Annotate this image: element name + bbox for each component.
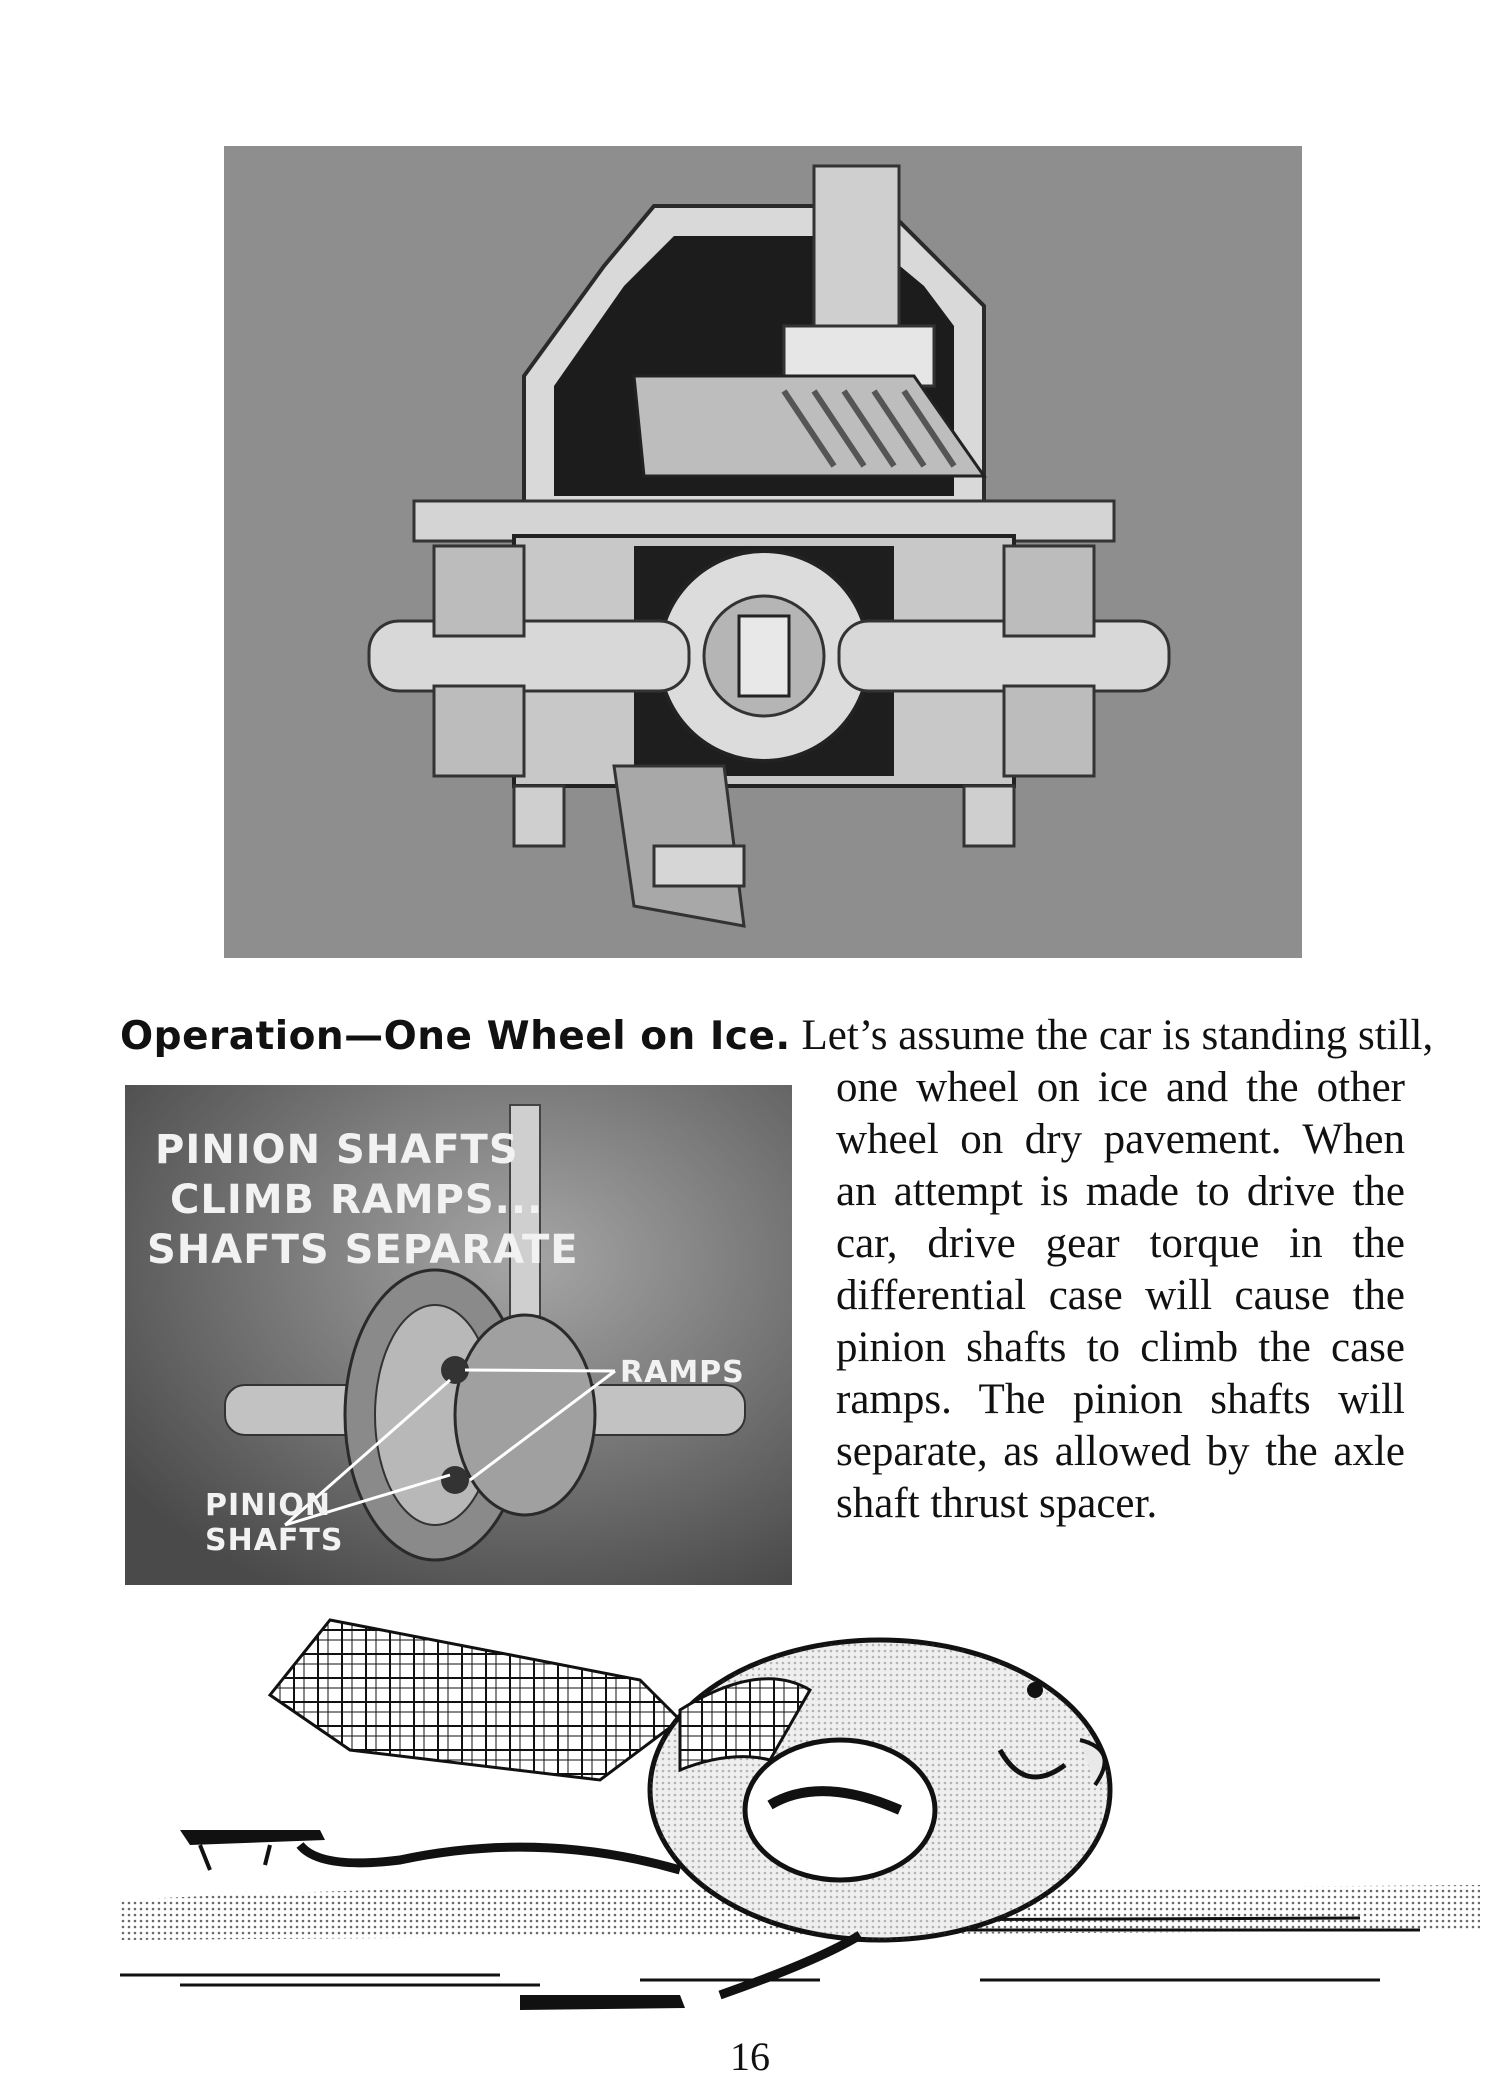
heading-line: Operation—One Wheel on Ice. Let’s assume… xyxy=(120,1010,1433,1063)
heading-lead-text: Let’s assume the car is standing still, xyxy=(790,1012,1434,1059)
section-heading: Operation—One Wheel on Ice. xyxy=(120,1014,791,1059)
ramps-label: RAMPS xyxy=(620,1355,745,1390)
inset-caption-line-2: CLIMB RAMPS... xyxy=(170,1177,543,1223)
body-paragraph: one wheel on ice and the other wheel on … xyxy=(836,1064,1405,1527)
page-number: 16 xyxy=(730,2034,770,2079)
inset-caption-line-3: SHAFTS SEPARATE xyxy=(147,1227,579,1273)
pinion-label-line-1: PINION xyxy=(205,1488,331,1523)
pinion-label-line-2: SHAFTS xyxy=(205,1523,344,1558)
inset-caption-line-1: PINION SHAFTS xyxy=(155,1127,519,1173)
pinion-shafts-inset-photo: PINION SHAFTS CLIMB RAMPS... SHAFTS SEPA… xyxy=(125,1085,792,1585)
skating-tire-cartoon xyxy=(120,1600,1480,2015)
differential-cutaway-photo xyxy=(224,146,1302,958)
